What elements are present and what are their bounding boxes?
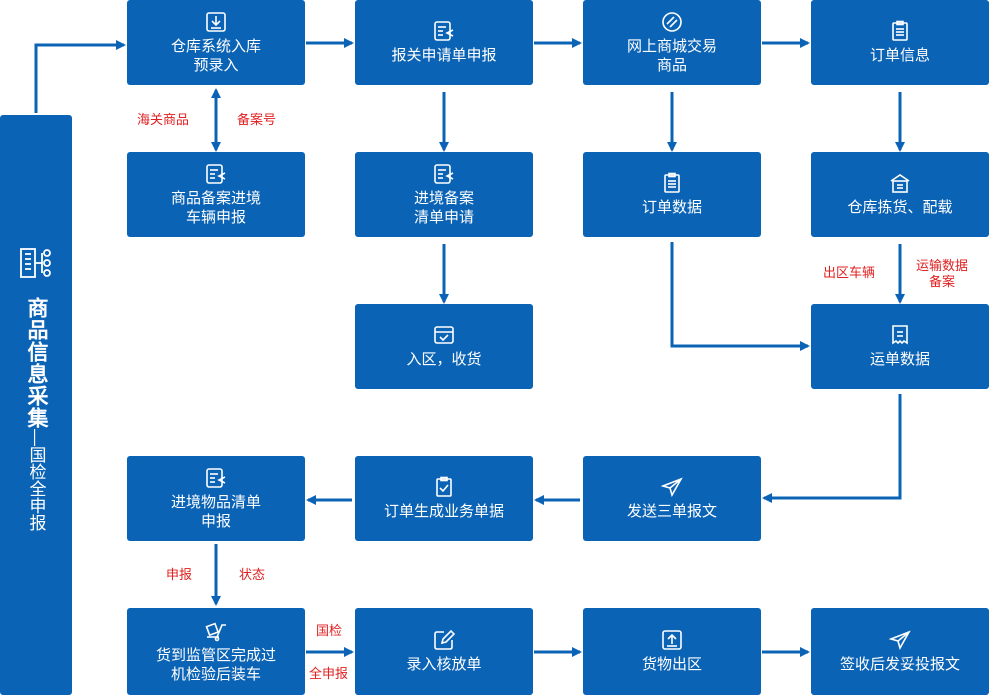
edit-icon bbox=[433, 629, 455, 651]
box-label: 报关申请单申报 bbox=[391, 47, 497, 64]
download-icon bbox=[205, 11, 227, 33]
box-label: 仓库拣货、配载 bbox=[847, 199, 953, 216]
box-label: 发送三单报文 bbox=[626, 503, 717, 520]
box-label: 进境物品清单 申报 bbox=[170, 493, 261, 530]
box-enter-release-form: 录入核放单 bbox=[355, 608, 533, 695]
arrow-b10-b13 bbox=[762, 394, 902, 503]
box-label: 录入核放单 bbox=[406, 656, 482, 673]
box-customs-declaration: 报关申请单申报 bbox=[355, 0, 533, 85]
box-waybill-data: 运单数据 bbox=[811, 304, 989, 389]
arrow-b7-b10 bbox=[670, 242, 810, 351]
cart-icon bbox=[205, 620, 227, 642]
clipboard-icon bbox=[661, 172, 683, 194]
box-label: 签收后发妥投报文 bbox=[839, 656, 960, 673]
receipt-icon bbox=[889, 324, 911, 346]
box-order-data: 订单数据 bbox=[583, 152, 761, 237]
box-warehouse-picking: 仓库拣货、配载 bbox=[811, 152, 989, 237]
note-filing-number: 备案号 bbox=[237, 112, 277, 127]
box-order-info: 订单信息 bbox=[811, 0, 989, 85]
box-label: 仓库系统入库 预录入 bbox=[170, 37, 261, 74]
box-label: 订单信息 bbox=[869, 47, 930, 64]
box-label: 运单数据 bbox=[869, 351, 930, 368]
box-label: 网上商城交易 商品 bbox=[626, 37, 717, 74]
sidebar-title: 商品信息采集 bbox=[25, 297, 48, 429]
box-label: 订单生成业务单据 bbox=[383, 503, 504, 520]
form-icon bbox=[433, 20, 455, 42]
note-full-declaration: 全申报 bbox=[309, 666, 349, 681]
box-label: 入区，收货 bbox=[406, 351, 482, 368]
clipboard-check-icon bbox=[433, 476, 455, 498]
box-label: 货物出区 bbox=[641, 656, 702, 673]
box-warehouse-preentry: 仓库系统入库 预录入 bbox=[127, 0, 305, 85]
box-send-three-messages: 发送三单报文 bbox=[583, 456, 761, 541]
form-icon bbox=[205, 467, 227, 489]
note-status: 状态 bbox=[239, 567, 266, 582]
box-label: 商品备案进境 车辆申报 bbox=[170, 189, 261, 226]
arrow-sidebar-to-warehouse bbox=[34, 40, 126, 113]
box-label: 订单数据 bbox=[641, 199, 702, 216]
note-exit-vehicle: 出区车辆 bbox=[823, 265, 876, 280]
sidebar-subtitle: —国检全申报 bbox=[26, 429, 46, 531]
box-delivery-report: 签收后发妥投报文 bbox=[811, 608, 989, 695]
box-online-mall-goods: 网上商城交易 商品 bbox=[583, 0, 761, 85]
note-transport-filing: 运输数据 备案 bbox=[916, 258, 969, 289]
box-inbound-goods-list: 进境物品清单 申报 bbox=[127, 456, 305, 541]
box-label: 进境备案 清单申请 bbox=[413, 189, 474, 226]
note-customs-goods: 海关商品 bbox=[137, 112, 190, 127]
clipboard-icon bbox=[889, 20, 911, 42]
inbox-check-icon bbox=[433, 324, 455, 346]
box-goods-exit: 货物出区 bbox=[583, 608, 761, 695]
box-enter-receive: 入区，收货 bbox=[355, 304, 533, 389]
box-goods-filing-vehicle: 商品备案进境 车辆申报 bbox=[127, 152, 305, 237]
diagonal-circle-icon bbox=[661, 11, 683, 33]
box-label: 货到监管区完成过 机检验后装车 bbox=[155, 646, 276, 683]
box-inbound-filing-list: 进境备案 清单申请 bbox=[355, 152, 533, 237]
paper-plane-icon bbox=[889, 629, 911, 651]
box-order-business-docs: 订单生成业务单据 bbox=[355, 456, 533, 541]
note-declare: 申报 bbox=[166, 567, 193, 582]
sidebar-panel: 商品信息采集 —国检全申报 bbox=[0, 115, 72, 695]
upload-icon bbox=[661, 629, 683, 651]
form-icon bbox=[433, 163, 455, 185]
note-inspection: 国检 bbox=[316, 623, 343, 638]
form-icon bbox=[205, 163, 227, 185]
paper-plane-icon bbox=[661, 476, 683, 498]
org-chart-icon bbox=[18, 245, 54, 281]
warehouse-icon bbox=[889, 172, 911, 194]
box-inspection-loading: 货到监管区完成过 机检验后装车 bbox=[127, 608, 305, 695]
